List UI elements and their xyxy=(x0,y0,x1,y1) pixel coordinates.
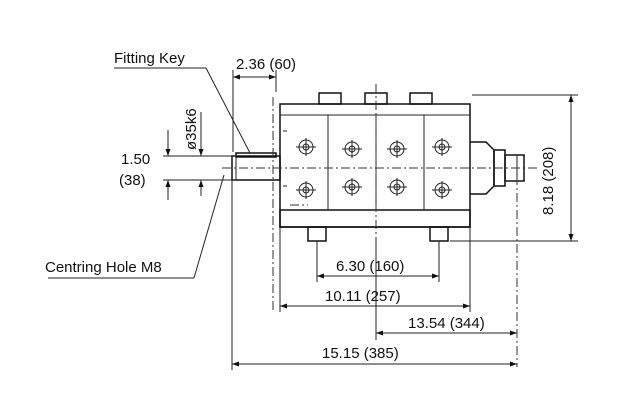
dim-key-length xyxy=(232,70,277,152)
label-total-height: 8.18 (208) xyxy=(540,147,557,215)
dim-mount-length xyxy=(375,238,517,340)
dim-shaft-diameter xyxy=(198,112,236,196)
bolt-icon xyxy=(387,140,407,158)
label-shaft-diameter: ø35k6 xyxy=(183,108,200,150)
dim-total-height xyxy=(450,94,578,242)
dim-foot-spacing xyxy=(316,241,440,282)
bolt-icon xyxy=(432,138,452,156)
bolt-icon xyxy=(342,178,362,196)
pump-body xyxy=(279,103,471,228)
leader-fitting-key xyxy=(114,67,251,154)
bolt-icon xyxy=(432,181,452,199)
label-body-length: 10.11 (257) xyxy=(325,288,401,305)
dim-overall-length xyxy=(231,180,517,370)
mounting-feet xyxy=(307,226,449,242)
label-centring-hole: Centring Hole M8 xyxy=(45,259,162,276)
bolt-icon xyxy=(342,140,362,158)
bolt-row-upper xyxy=(296,138,452,158)
label-foot-spacing: 6.30 (160) xyxy=(336,258,404,275)
bolt-icon xyxy=(296,138,316,156)
label-shaft-height-in: 1.50 xyxy=(121,151,150,168)
label-overall-length: 15.15 (385) xyxy=(322,345,399,362)
label-mount-length: 13.54 (344) xyxy=(408,315,485,332)
bolt-icon xyxy=(387,178,407,196)
label-shaft-height-mm: (38) xyxy=(119,172,146,189)
label-key-length: 2.36 (60) xyxy=(236,56,296,73)
bolt-row-lower xyxy=(296,178,452,199)
label-fitting-key: Fitting Key xyxy=(114,50,185,67)
centre-lines xyxy=(222,84,538,367)
leader-centring-hole xyxy=(48,174,225,279)
dim-shaft-height xyxy=(163,130,198,200)
bolt-icon xyxy=(296,181,316,199)
dim-body-length xyxy=(279,227,471,312)
